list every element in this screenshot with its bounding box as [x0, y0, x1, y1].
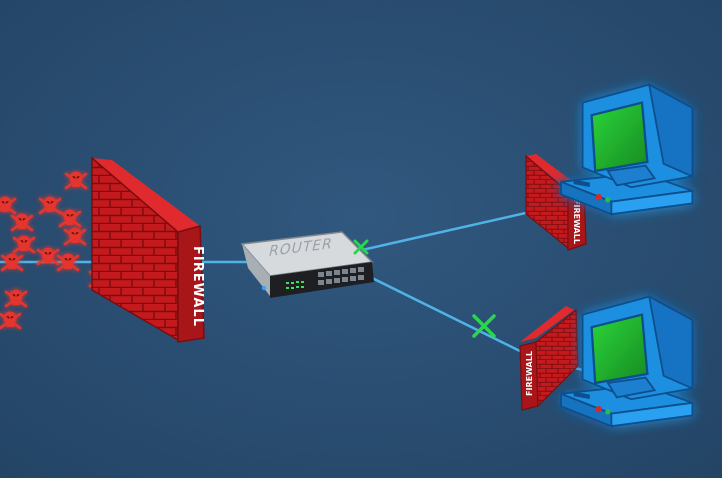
main-firewall: FIREWALL [91, 156, 205, 343]
firewall-bottom-label: FIREWALL [525, 351, 534, 396]
firewall-top-label: FIREWALL [572, 199, 581, 244]
link-router-to-bottom-firewall [371, 276, 531, 358]
router-status-leds [286, 281, 304, 289]
firewall-top: FIREWALL [525, 154, 587, 251]
router-ports [318, 267, 364, 285]
main-firewall-label: FIREWALL [190, 246, 205, 327]
router: ROUTER [240, 231, 374, 298]
router-power-led [261, 285, 267, 291]
x-mark-icon [472, 314, 496, 338]
x-mark-icon [353, 239, 369, 255]
firewall-bottom: FIREWALL [519, 306, 579, 411]
link-router-to-top-firewall [361, 210, 531, 252]
